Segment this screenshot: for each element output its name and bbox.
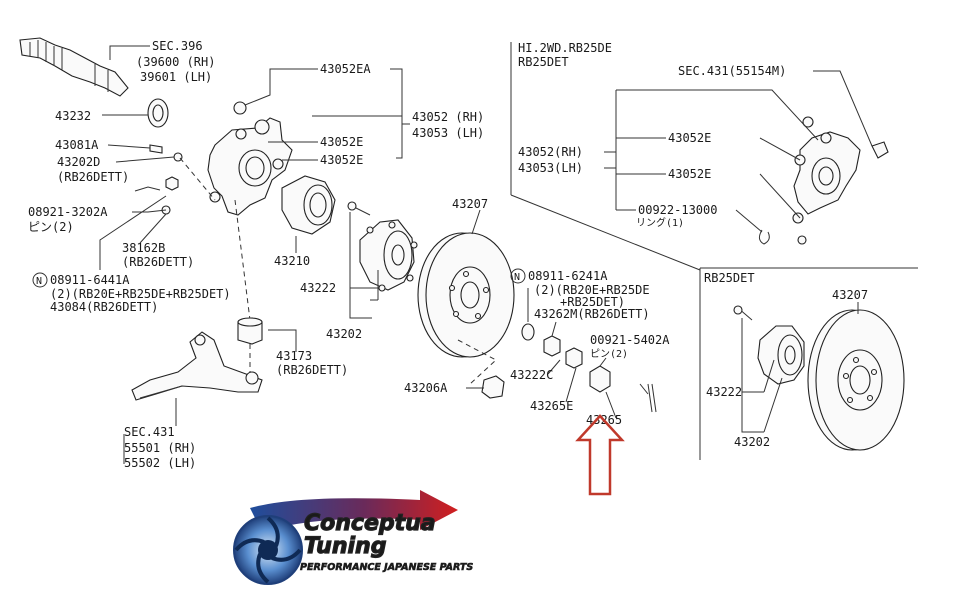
label-43052E-b: 43052E [320,153,363,167]
label-43052E-a: 43052E [320,135,363,149]
hub-bearing-drawing [281,175,336,235]
label-43052RH-b: 43052(RH) [518,145,583,159]
hub-drawing [347,201,418,292]
brand-logo: Conceptua Tuning PERFORMANCE JAPANESE PA… [233,490,474,585]
lower-arm-drawing [131,331,263,401]
brake-disc-drawing [417,232,515,358]
label-sec396: SEC.396 [152,39,203,53]
label-43222C: 43222C [510,368,553,382]
label-rb25det-a: RB25DET [518,55,569,69]
label-43052EA: 43052EA [320,62,371,76]
n-mark-circle-a [32,272,48,288]
label-43207-a: 43207 [452,197,488,211]
label-43202D: 43202D [57,155,100,169]
label-43052E-d: 43052E [668,167,711,181]
label-43052RH: 43052 (RH) [412,110,484,124]
label-43206A: 43206A [404,381,448,395]
label-43207-b: 43207 [832,288,868,302]
label-plus-rb25det: +RB25DET) [560,295,625,309]
brand-name-line1: Conceptua [304,511,436,536]
label-43053LH: 43053 (LH) [412,126,484,140]
rb25det-hub-disc-drawing [733,305,905,451]
label-08921: 08921-3202A [28,205,108,219]
label-sec431-a: SEC.431 [124,425,175,439]
label-08911-6441A: 08911-6441A [50,273,130,287]
label-rb26dett-a: (RB26DETT) [57,170,129,184]
bush-drawing [237,317,263,372]
label-pin2-b: ピン(2) [590,348,628,360]
label-00921: 00921-5402A [590,333,670,347]
hi2wd-knuckle-drawing [758,116,889,245]
panel-dividers [510,42,918,460]
label-sec431-b: SEC.431(55154M) [678,64,786,78]
label-43262M: 43262M(RB26DETT) [534,307,650,321]
label-43222-b: 43222 [706,385,742,399]
label-q2-rb20e: (2)(RB20E+RB25DE+RB25DET) [50,287,231,301]
label-39601: 39601 (LH) [140,70,212,84]
label-n-mark-a: N [36,276,42,287]
drive-shaft-drawing [19,37,129,97]
label-43084: 43084(RB26DETT) [50,300,158,314]
label-rb26dett-b: (RB26DETT) [122,255,194,269]
label-q2-rb20e-b: (2)(RB20E+RB25DE [534,283,650,297]
part-labels: SEC.396 (39600 (RH) 39601 (LH) 43052EA 4… [28,39,868,470]
label-hi2wd: HI.2WD.RB25DE [518,41,612,55]
brand-name-line2: Tuning [304,534,386,559]
label-43232: 43232 [55,109,91,123]
label-pin2-a: ピン(2) [28,220,74,234]
label-ring1: リング(1) [636,216,684,229]
label-55501: 55501 (RH) [124,441,196,455]
label-43052E-c: 43052E [668,131,711,145]
brand-tagline: PERFORMANCE JAPANESE PARTS [300,562,473,573]
label-43202-a: 43202 [326,327,362,341]
left-small-parts [134,98,183,215]
label-43173: 43173 [276,349,312,363]
label-43053LH-b: 43053(LH) [518,161,583,175]
label-55502: 55502 (LH) [124,456,196,470]
swoosh-arrow-icon [250,490,458,532]
leader-lines [99,45,873,464]
label-43265E: 43265E [530,399,573,413]
label-43210: 43210 [274,254,310,268]
label-43081A: 43081A [55,138,99,152]
highlight-arrow [575,414,625,496]
label-43202-b: 43202 [734,435,770,449]
label-39600: (39600 (RH) [136,55,215,69]
label-00922: 00922-13000 [638,203,717,217]
label-43222-a: 43222 [300,281,336,295]
label-rb26dett-c: (RB26DETT) [276,363,348,377]
label-08911-6241A: 08911-6241A [528,269,608,283]
label-n-mark-b: N [514,272,520,283]
n-mark-circle-b [510,268,526,284]
label-38162B: 38162B [122,241,165,255]
label-rb25det-b: RB25DET [704,271,755,285]
